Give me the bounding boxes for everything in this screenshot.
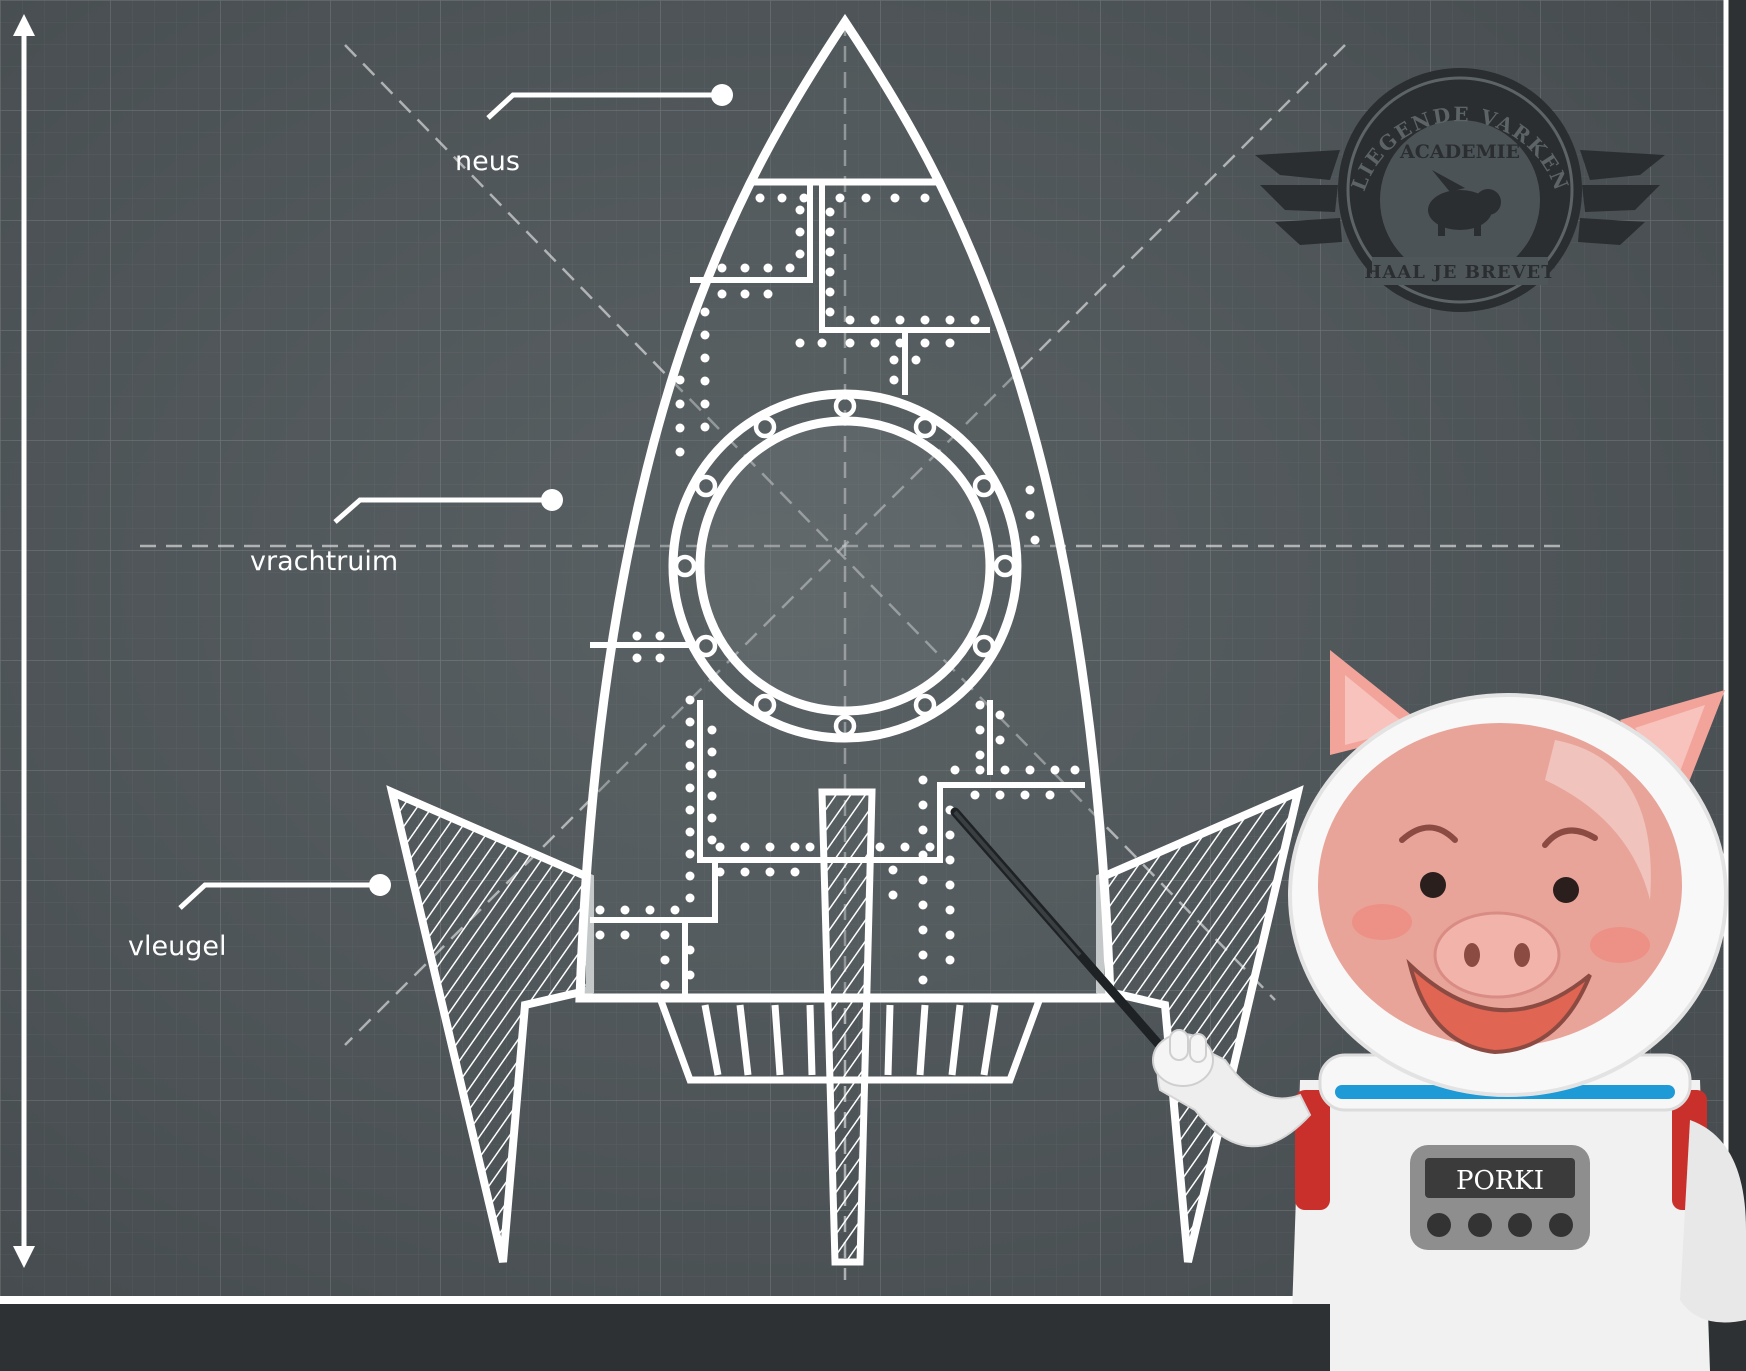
- label-vrachtruim: vrachtruim: [250, 546, 398, 577]
- badge-center-text: ACADEMIE: [1399, 141, 1520, 163]
- bottom-strip: [0, 1304, 1330, 1371]
- pig-eye-left: [1420, 872, 1446, 898]
- porthole: [673, 394, 1017, 738]
- chest-control-box: PORKI: [1410, 1145, 1590, 1250]
- badge-bottom-text: HAAL JE BREVET: [1364, 262, 1555, 283]
- name-tag: PORKI: [1456, 1166, 1544, 1196]
- label-neus: neus: [455, 146, 520, 177]
- label-vleugel: vleugel: [128, 931, 226, 962]
- pig-eye-right: [1553, 877, 1579, 903]
- pig-snout: [1435, 913, 1559, 997]
